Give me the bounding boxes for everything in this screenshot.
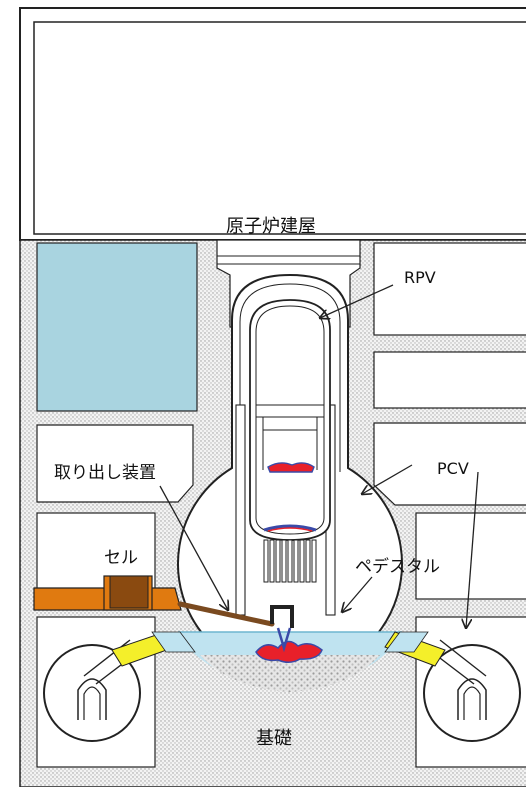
- arrow-pcv-right: [466, 471, 479, 628]
- building-upper-inner: [33, 21, 526, 235]
- label-extraction-device: 取り出し装置: [54, 463, 156, 483]
- arrow-rpv: [320, 284, 394, 318]
- extraction-gripper: [276, 627, 292, 653]
- pcv-inner-wall: [239, 283, 341, 472]
- spent-fuel-pool: [36, 242, 198, 412]
- right-compartment-top: [373, 242, 526, 336]
- rpv-inner-wall: [255, 305, 325, 535]
- label-foundation: 基礎: [256, 728, 292, 749]
- water-channel-right: [384, 631, 429, 653]
- arrow-pcv: [362, 464, 413, 494]
- label-pcv: PCV: [437, 459, 469, 478]
- building-upper-outline: [19, 7, 526, 241]
- arrow-pedestal: [342, 576, 373, 612]
- rpv-debris-upper: [267, 462, 315, 473]
- arrow-extraction: [159, 485, 228, 610]
- rpv-dryer: [255, 404, 325, 418]
- extraction-arm: [177, 601, 275, 627]
- left-compartment-lower: [36, 424, 194, 503]
- cell-inner-block: [109, 575, 149, 609]
- right-compartment-lower: [373, 422, 526, 506]
- rpv-debris-bottom: [263, 524, 317, 532]
- pcv-rubble: [200, 655, 380, 692]
- control-rod-drives: [263, 539, 317, 583]
- reactor-pressure-vessel: [249, 299, 331, 541]
- rpv-debris-bottom-red: [267, 527, 313, 532]
- pedestal-wall-left: [235, 404, 246, 616]
- right-compartment-mid: [373, 351, 526, 409]
- suppression-chamber-left: [36, 616, 156, 768]
- label-rpv: RPV: [404, 268, 436, 287]
- suppression-chamber-right: [415, 616, 526, 768]
- label-pedestal: ペデスタル: [355, 556, 440, 577]
- label-building: 原子炉建屋: [226, 216, 316, 237]
- water-channel-left: [151, 631, 196, 653]
- fuel-debris: [255, 640, 323, 663]
- label-cell: セル: [104, 548, 138, 568]
- extraction-arm-head: [270, 605, 294, 628]
